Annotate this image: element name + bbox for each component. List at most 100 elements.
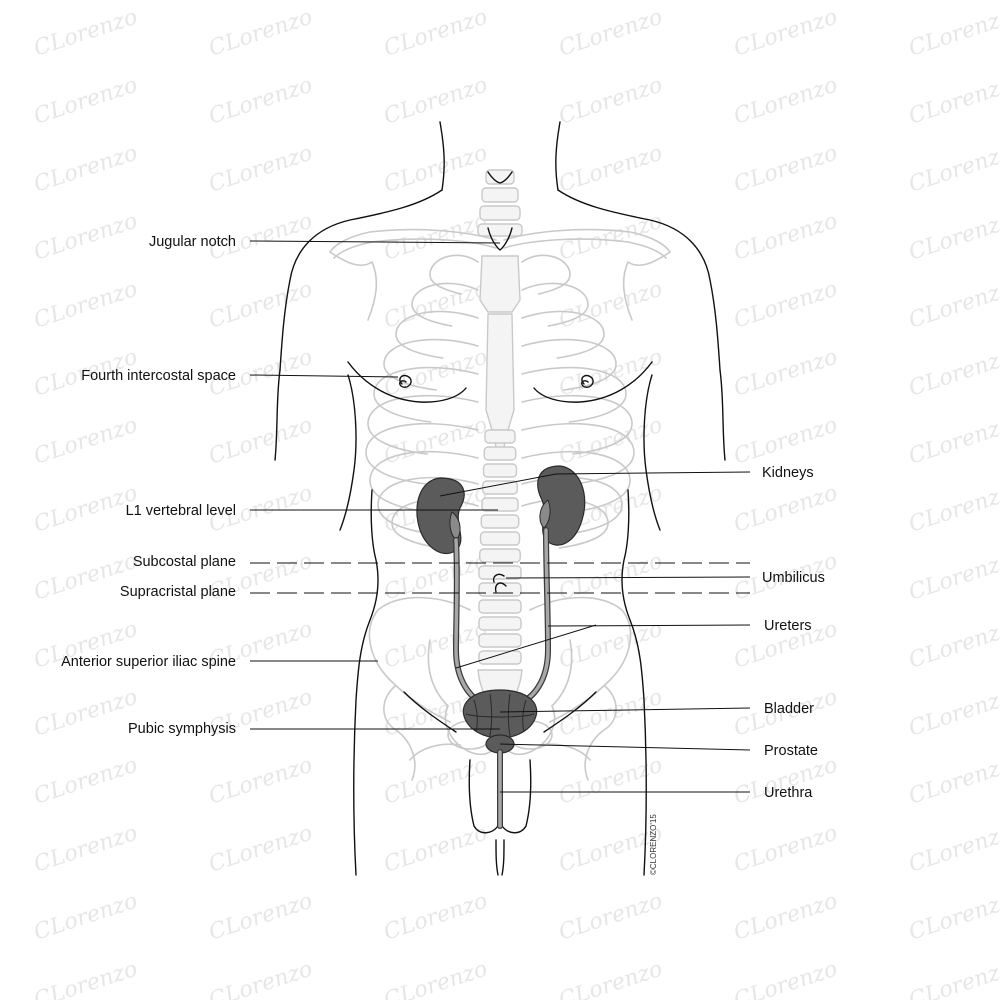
- rib-right-8: [521, 450, 631, 513]
- watermark-logo: CLorenzo: [31, 481, 141, 538]
- watermark-logo: CLorenzo: [31, 413, 141, 470]
- vertebra-10: [478, 582, 522, 597]
- watermark-logo: CLorenzo: [381, 141, 491, 198]
- labels-right: Kidneys Umbilicus Ureters Bladder Prosta…: [762, 465, 825, 801]
- watermark-logo: CLorenzo: [906, 889, 1000, 946]
- watermark-logo: CLorenzo: [556, 957, 666, 1000]
- watermark-logo: CLorenzo: [31, 209, 141, 266]
- leader-umbilicus: [505, 576, 751, 579]
- watermark-logo: CLorenzo: [556, 277, 666, 334]
- leader-ureters-left: [455, 624, 597, 669]
- watermark-logo: CLorenzo: [731, 277, 841, 334]
- watermark-logo: CLorenzo: [731, 345, 841, 402]
- urinary-system: [416, 465, 586, 829]
- watermark-logo: CLorenzo: [731, 209, 841, 266]
- watermark-logo: CLorenzo: [906, 413, 1000, 470]
- watermark-logo: CLorenzo: [381, 413, 491, 470]
- watermark-logo: CLorenzo: [906, 345, 1000, 402]
- sternum: [479, 255, 521, 449]
- watermark-logo: CLorenzo: [731, 957, 841, 1000]
- leader-kidneys-left: [439, 473, 557, 497]
- vertebra-4: [482, 480, 518, 495]
- rib-left-6: [367, 394, 479, 455]
- cervical-spine: [477, 169, 523, 237]
- rib-right-3: [521, 310, 605, 359]
- label-anterior-superior-iliac-spine: Anterior superior iliac spine: [61, 654, 236, 670]
- label-fourth-intercostal-space: Fourth intercostal space: [81, 368, 236, 384]
- watermark-logo: CLorenzo: [381, 821, 491, 878]
- watermark-logo: CLorenzo: [206, 277, 316, 334]
- vertebra-9: [478, 565, 522, 580]
- watermark-logo: CLorenzo: [906, 821, 1000, 878]
- watermark-logo: CLorenzo: [731, 821, 841, 878]
- rib-left-7: [365, 422, 479, 485]
- leader-kidneys-right: [555, 471, 751, 475]
- rib-right-4: [521, 338, 617, 391]
- watermark-logo: CLorenzo: [556, 5, 666, 62]
- vertebra-13: [478, 633, 522, 648]
- watermark-logo: CLorenzo: [906, 73, 1000, 130]
- watermark-logo: CLorenzo: [31, 889, 141, 946]
- watermark-logo: CLorenzo: [206, 753, 316, 810]
- watermark-logo: CLorenzo: [31, 141, 141, 198]
- watermark-logo: CLorenzo: [381, 209, 491, 266]
- watermark-logo: CLorenzo: [31, 753, 141, 810]
- watermark-logo: CLorenzo: [556, 753, 666, 810]
- watermark-logo: CLorenzo: [206, 821, 316, 878]
- rib-left-1: [429, 254, 479, 295]
- watermark-logo: CLorenzo: [381, 549, 491, 606]
- watermark-logo: CLorenzo: [31, 277, 141, 334]
- vertebra-12: [478, 616, 522, 631]
- watermark-logo: CLorenzo: [381, 617, 491, 674]
- body-outline: [274, 121, 726, 876]
- bladder: [462, 689, 538, 739]
- rib-left-5: [373, 366, 479, 423]
- label-bladder: Bladder: [764, 701, 814, 717]
- rib-left-2: [411, 282, 479, 327]
- watermark-logo: CLorenzo: [206, 73, 316, 130]
- watermark-logo: CLorenzo: [31, 821, 141, 878]
- watermark-logo: CLorenzo: [31, 957, 141, 1000]
- vertebra-2: [483, 446, 517, 461]
- watermark-logo: CLorenzo: [381, 889, 491, 946]
- watermark-logo: CLorenzo: [906, 5, 1000, 62]
- watermark-logo: CLorenzo: [906, 277, 1000, 334]
- watermark-logo: CLorenzo: [206, 957, 316, 1000]
- rib-right-2: [521, 282, 589, 327]
- watermark-logo: CLorenzo: [206, 141, 316, 198]
- label-subcostal-plane: Subcostal plane: [133, 554, 236, 570]
- watermark-logo: CLorenzo: [906, 617, 1000, 674]
- right-shoulder-bone: [622, 251, 671, 321]
- label-l1-vertebral-level: L1 vertebral level: [126, 503, 236, 519]
- vertebra-11: [478, 599, 522, 614]
- watermark-logo: CLorenzo: [206, 889, 316, 946]
- watermark-logo: CLorenzo: [906, 141, 1000, 198]
- rib-right-7: [521, 422, 635, 485]
- watermark-logo: CLorenzo: [206, 5, 316, 62]
- label-umbilicus: Umbilicus: [762, 570, 825, 586]
- vertebra-1: [484, 429, 516, 444]
- label-jugular-notch: Jugular notch: [149, 234, 236, 250]
- watermark-logo: CLorenzo: [556, 73, 666, 130]
- watermark-logo: CLorenzo: [906, 753, 1000, 810]
- watermark-logo: CLorenzo: [731, 413, 841, 470]
- leaders: [249, 240, 751, 793]
- watermark-logo: CLorenzo: [381, 5, 491, 62]
- watermark-logo: CLorenzo: [206, 413, 316, 470]
- rib-left-3: [395, 310, 479, 359]
- labels-left: Jugular notch Fourth intercostal space L…: [61, 234, 236, 737]
- label-prostate: Prostate: [764, 743, 818, 759]
- umbilicus-icon: [492, 573, 507, 593]
- credit-text: ©CLORENZO'15: [649, 814, 658, 875]
- watermark-logo: CLorenzo: [731, 73, 841, 130]
- watermark-logo: CLorenzo: [906, 209, 1000, 266]
- label-kidneys: Kidneys: [762, 465, 814, 481]
- watermark-logo: CLorenzo: [556, 141, 666, 198]
- rib-right-5: [521, 366, 627, 423]
- watermark-logo: CLorenzo: [381, 957, 491, 1000]
- rib-right-6: [521, 394, 633, 455]
- leader-jugular-notch: [249, 240, 501, 244]
- vertebra-6: [480, 514, 520, 529]
- skeleton: [329, 169, 671, 781]
